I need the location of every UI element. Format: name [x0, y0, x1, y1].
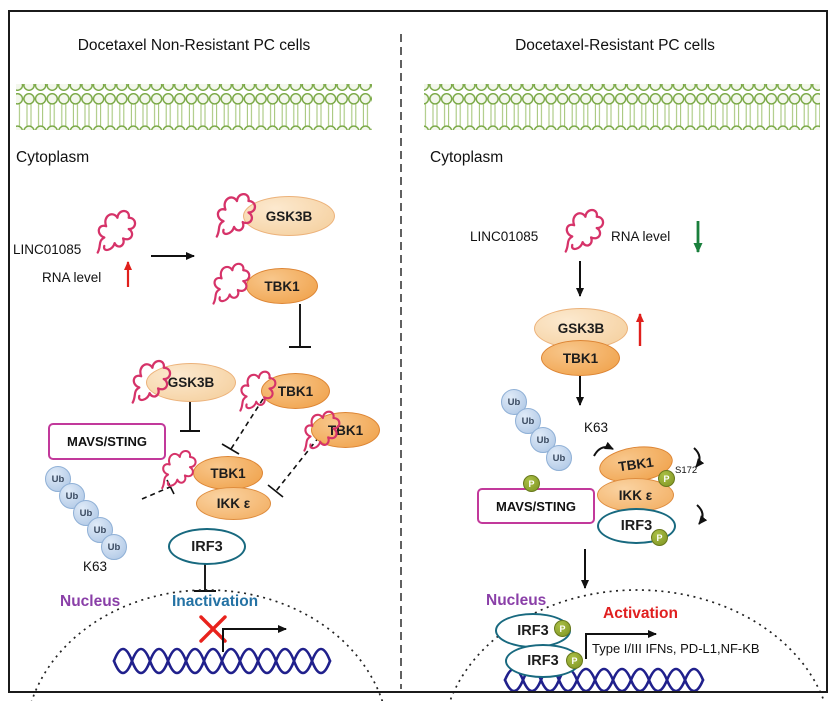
- gsk3b-protein-left-top: GSK3B: [243, 196, 335, 236]
- left-tbk1-inhibition-line: [289, 304, 311, 348]
- ikk-epsilon-protein-right: IKK ε: [597, 478, 674, 512]
- left-panel-title: Docetaxel Non-Resistant PC cells: [77, 37, 311, 54]
- gsk3b-protein-left-mid: GSK3B: [146, 363, 236, 402]
- left-nucleus-label: Nucleus: [60, 593, 121, 610]
- phospho-p-icon: P: [523, 475, 540, 492]
- right-transcription-bent-arrow: [585, 630, 657, 659]
- ubiquitin-circle: Ub: [45, 466, 71, 492]
- left-k63-label: K63: [83, 559, 108, 574]
- left-dna-helix: [112, 647, 332, 675]
- right-nucleus-envelope: [449, 589, 825, 701]
- phospho-p-icon: P: [554, 620, 571, 637]
- ikk-epsilon-protein-left: IKK ε: [196, 487, 271, 520]
- tbk1-protein-left-top: TBK1: [246, 268, 318, 304]
- left-nucleus-envelope: [30, 589, 384, 701]
- target-genes-label: Type I/III IFNs, PD-L1,NF-KB: [592, 641, 760, 656]
- left-dashed-inhibition-3: [141, 479, 175, 500]
- activation-label: Activation: [603, 605, 678, 622]
- mavs-sting-box-left: MAVS/STING: [48, 423, 166, 460]
- left-gsk3b-inhibition-line: [180, 401, 200, 432]
- tbk1-protein-left-complex: TBK1: [193, 456, 263, 490]
- right-cytoplasm-label: Cytoplasm: [430, 149, 504, 166]
- left-transcription-bent-arrow: [222, 625, 287, 652]
- tbk1-protein-left-low: TBK1: [311, 412, 380, 448]
- inactivation-label: Inactivation: [172, 593, 259, 610]
- left-dashed-inhibition-2: [267, 436, 320, 498]
- s172-site-label: S172: [675, 465, 698, 476]
- cell-membrane-right: [424, 84, 820, 130]
- tbk1-protein-left-mid: TBK1: [261, 373, 330, 409]
- left-linc01085-label: LINC01085: [13, 242, 82, 257]
- right-k63-label: K63: [584, 420, 609, 435]
- blocked-transcription-x-icon: [199, 615, 227, 643]
- right-rna-level-label: RNA level: [611, 229, 671, 244]
- ubiquitin-circle: Ub: [546, 445, 572, 471]
- mavs-sting-box-right: MAVS/STING: [477, 488, 595, 524]
- right-linc01085-label: LINC01085: [470, 229, 539, 244]
- left-dashed-inhibition-1: [221, 398, 264, 455]
- ubiquitin-circle: Ub: [101, 534, 127, 560]
- cell-membrane-left: [16, 84, 372, 130]
- left-cytoplasm-label: Cytoplasm: [16, 149, 90, 166]
- left-irf3-inhibition-line: [194, 562, 216, 592]
- right-nucleus-label: Nucleus: [486, 592, 547, 609]
- left-rna-level-label: RNA level: [42, 270, 102, 285]
- right-panel-title: Docetaxel-Resistant PC cells: [515, 37, 715, 54]
- phospho-p-icon: P: [566, 652, 583, 669]
- phospho-p-icon: P: [658, 470, 675, 487]
- phospho-p-icon: P: [651, 529, 668, 546]
- irf3-protein-left: IRF3: [168, 528, 246, 565]
- tbk1-protein-right-stack: TBK1: [541, 340, 620, 376]
